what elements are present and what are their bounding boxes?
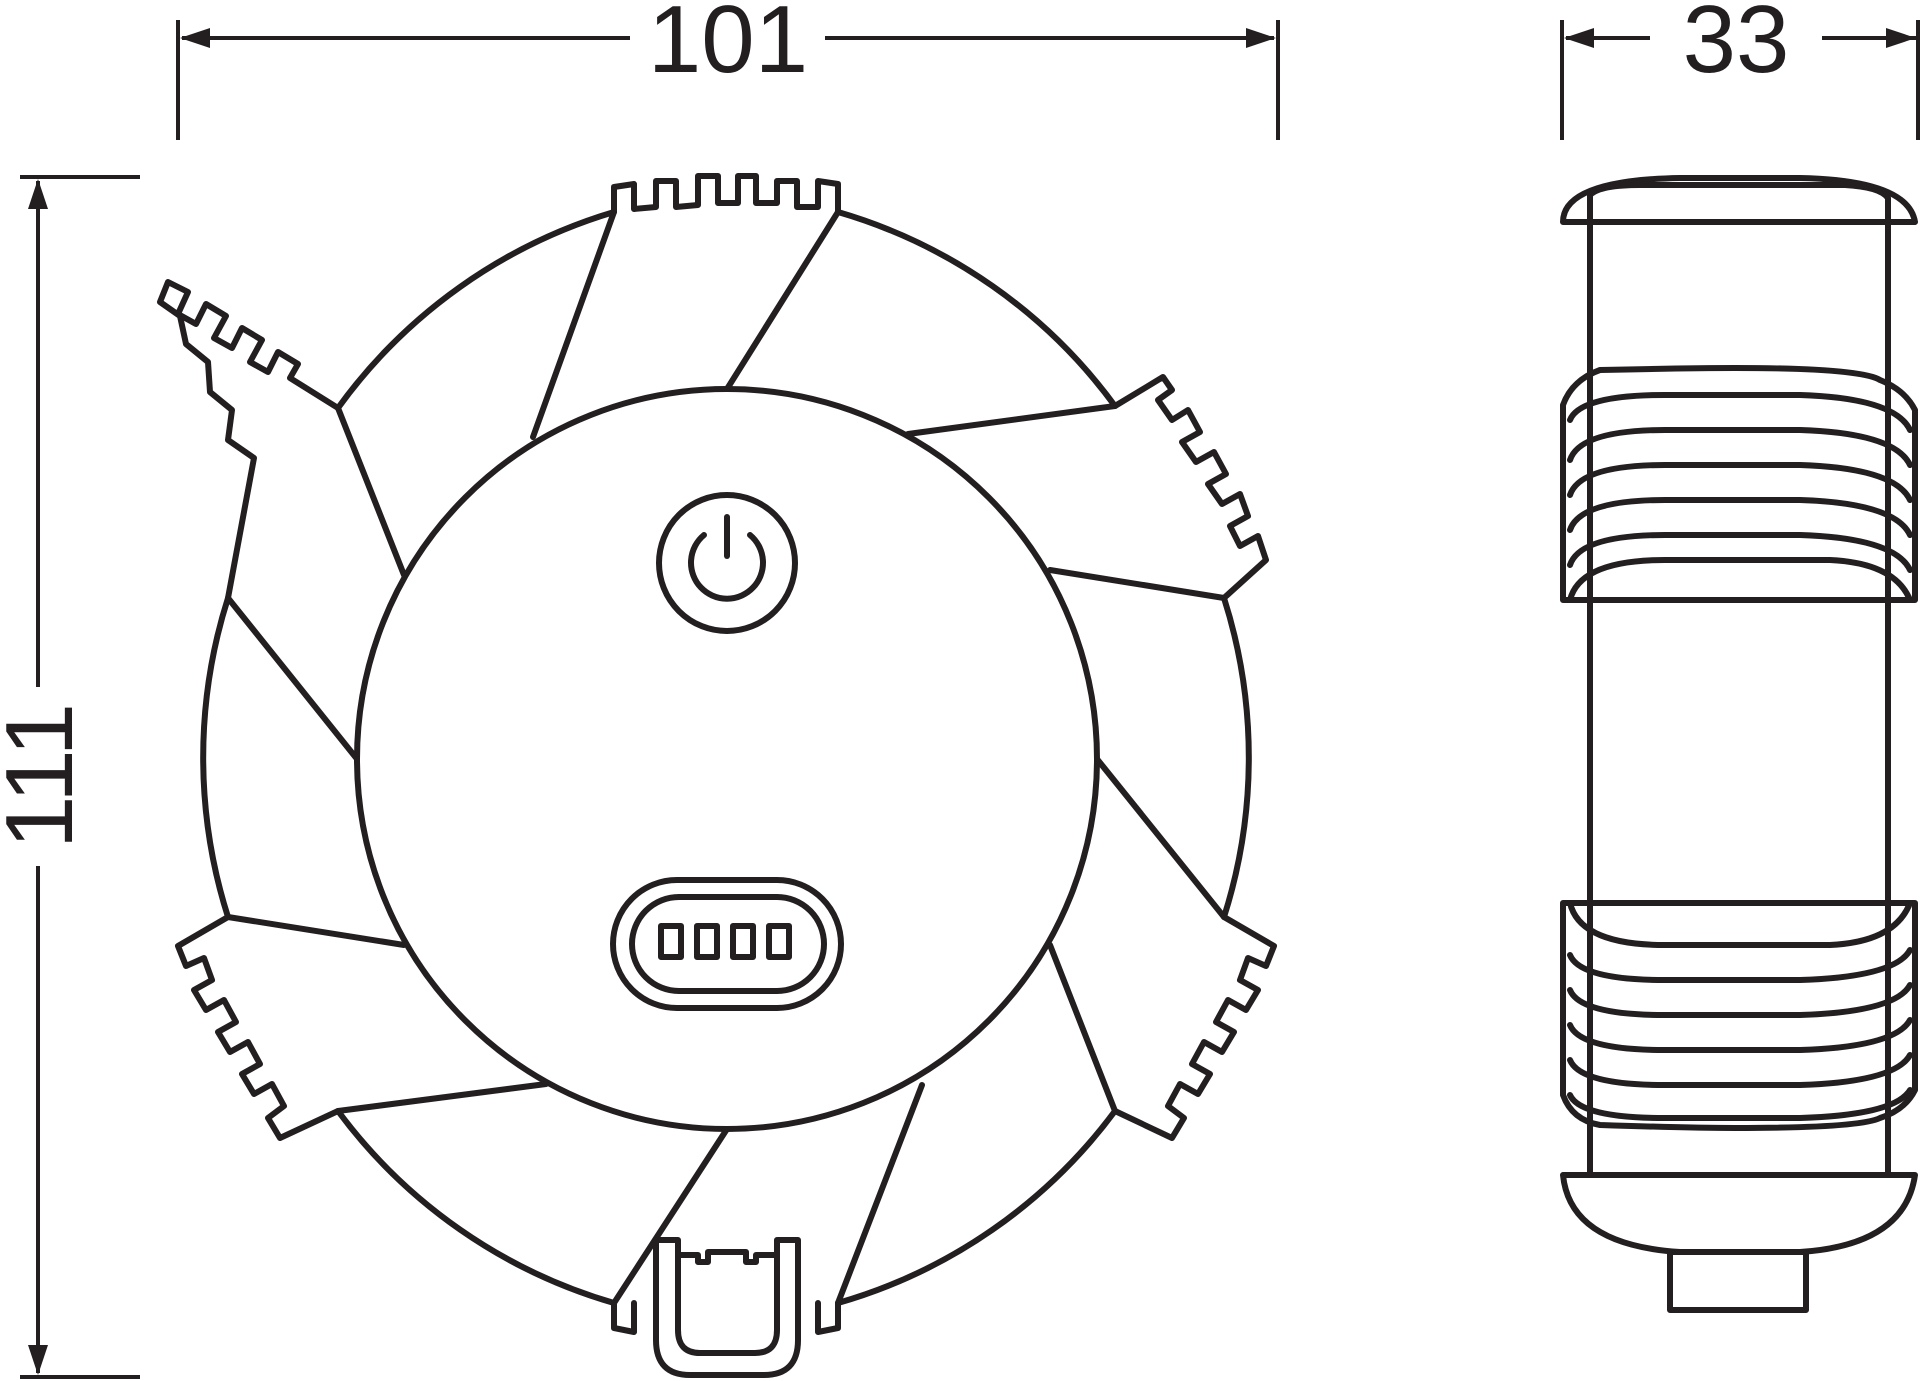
battery-cell-2 [694, 923, 720, 960]
width-label: 101 [648, 0, 808, 93]
power-button-ring [656, 492, 798, 634]
side-thread-upper-1 [1567, 392, 1913, 433]
height-arrow-top [28, 179, 48, 209]
side-view [1560, 175, 1918, 1313]
battery-indicator [610, 877, 844, 1011]
side-thread-lower-2 [1567, 947, 1913, 983]
fin-11 [225, 595, 360, 762]
clip-lower-right [1112, 914, 1277, 1141]
side-thread-upper-2 [1567, 427, 1913, 468]
side-thread-lower-1 [1567, 900, 1913, 948]
side-bottom-stub [1667, 1249, 1809, 1313]
side-thread-upper-6 [1567, 557, 1913, 603]
side-thread-lower-3 [1567, 982, 1913, 1018]
clip-upper-left [157, 279, 341, 601]
height-label: 111 [0, 703, 93, 849]
side-cap-top-inner [1587, 182, 1891, 225]
fin-2 [724, 209, 841, 392]
side-thread-upper-frame [1560, 365, 1918, 603]
fin-5 [1094, 756, 1227, 920]
clip-bottom-left [611, 1300, 637, 1335]
clip-top [611, 173, 841, 215]
width-arrow-left [180, 28, 210, 48]
battery-cell-3 [730, 923, 756, 960]
center-dome [354, 386, 1100, 1132]
side-thread-upper-5 [1567, 532, 1913, 573]
fin-9 [335, 1081, 549, 1114]
width-dimension: 101 [176, 0, 1280, 140]
power-icon [688, 532, 766, 602]
side-thread-lower-4 [1567, 1017, 1913, 1053]
side-cap-top [1560, 175, 1918, 225]
fin-8 [611, 1126, 730, 1306]
side-thread-upper-4 [1567, 497, 1913, 538]
depth-label: 33 [1683, 0, 1790, 93]
height-dimension: 111 [0, 175, 140, 1379]
battery-cell-4 [766, 923, 792, 960]
clip-upper-right [1112, 374, 1269, 601]
outer-rim-right [1221, 595, 1252, 920]
side-thread-lower-5 [1567, 1052, 1913, 1088]
depth-dimension: 33 [1560, 0, 1920, 140]
clip-lower-left [175, 914, 341, 1141]
outer-rim-bottom-right [835, 1108, 1118, 1306]
fin-7 [835, 1082, 925, 1306]
battery-indicator-outer [610, 877, 844, 1011]
clip-bottom-hook [653, 1237, 801, 1378]
depth-arrow-left [1564, 28, 1594, 48]
fin-3 [905, 403, 1118, 437]
fin-10 [225, 914, 407, 948]
fin-12 [335, 405, 407, 578]
side-thread-upper-3 [1567, 462, 1913, 503]
outer-rim-top-right [835, 209, 1118, 409]
side-cap-bottom [1560, 1172, 1918, 1255]
fin-1 [530, 209, 617, 440]
width-arrow-right [1246, 28, 1276, 48]
fin-4 [1047, 567, 1227, 601]
outer-rim-left [200, 595, 231, 920]
height-arrow-bottom [28, 1345, 48, 1375]
battery-cell-1 [658, 923, 684, 960]
fin-6 [1047, 942, 1118, 1114]
depth-arrow-right [1886, 28, 1916, 48]
clip-bottom-teeth [675, 1249, 780, 1265]
front-view [157, 173, 1277, 1378]
side-thread-lower-frame [1560, 900, 1918, 1131]
clip-bottom-right [815, 1300, 841, 1335]
battery-indicator-inner [629, 894, 827, 994]
outer-rim-bottom-left [335, 1108, 617, 1306]
outer-rim-top-left [335, 209, 617, 411]
power-button [656, 492, 798, 634]
side-thread-lower-6 [1567, 1087, 1913, 1121]
